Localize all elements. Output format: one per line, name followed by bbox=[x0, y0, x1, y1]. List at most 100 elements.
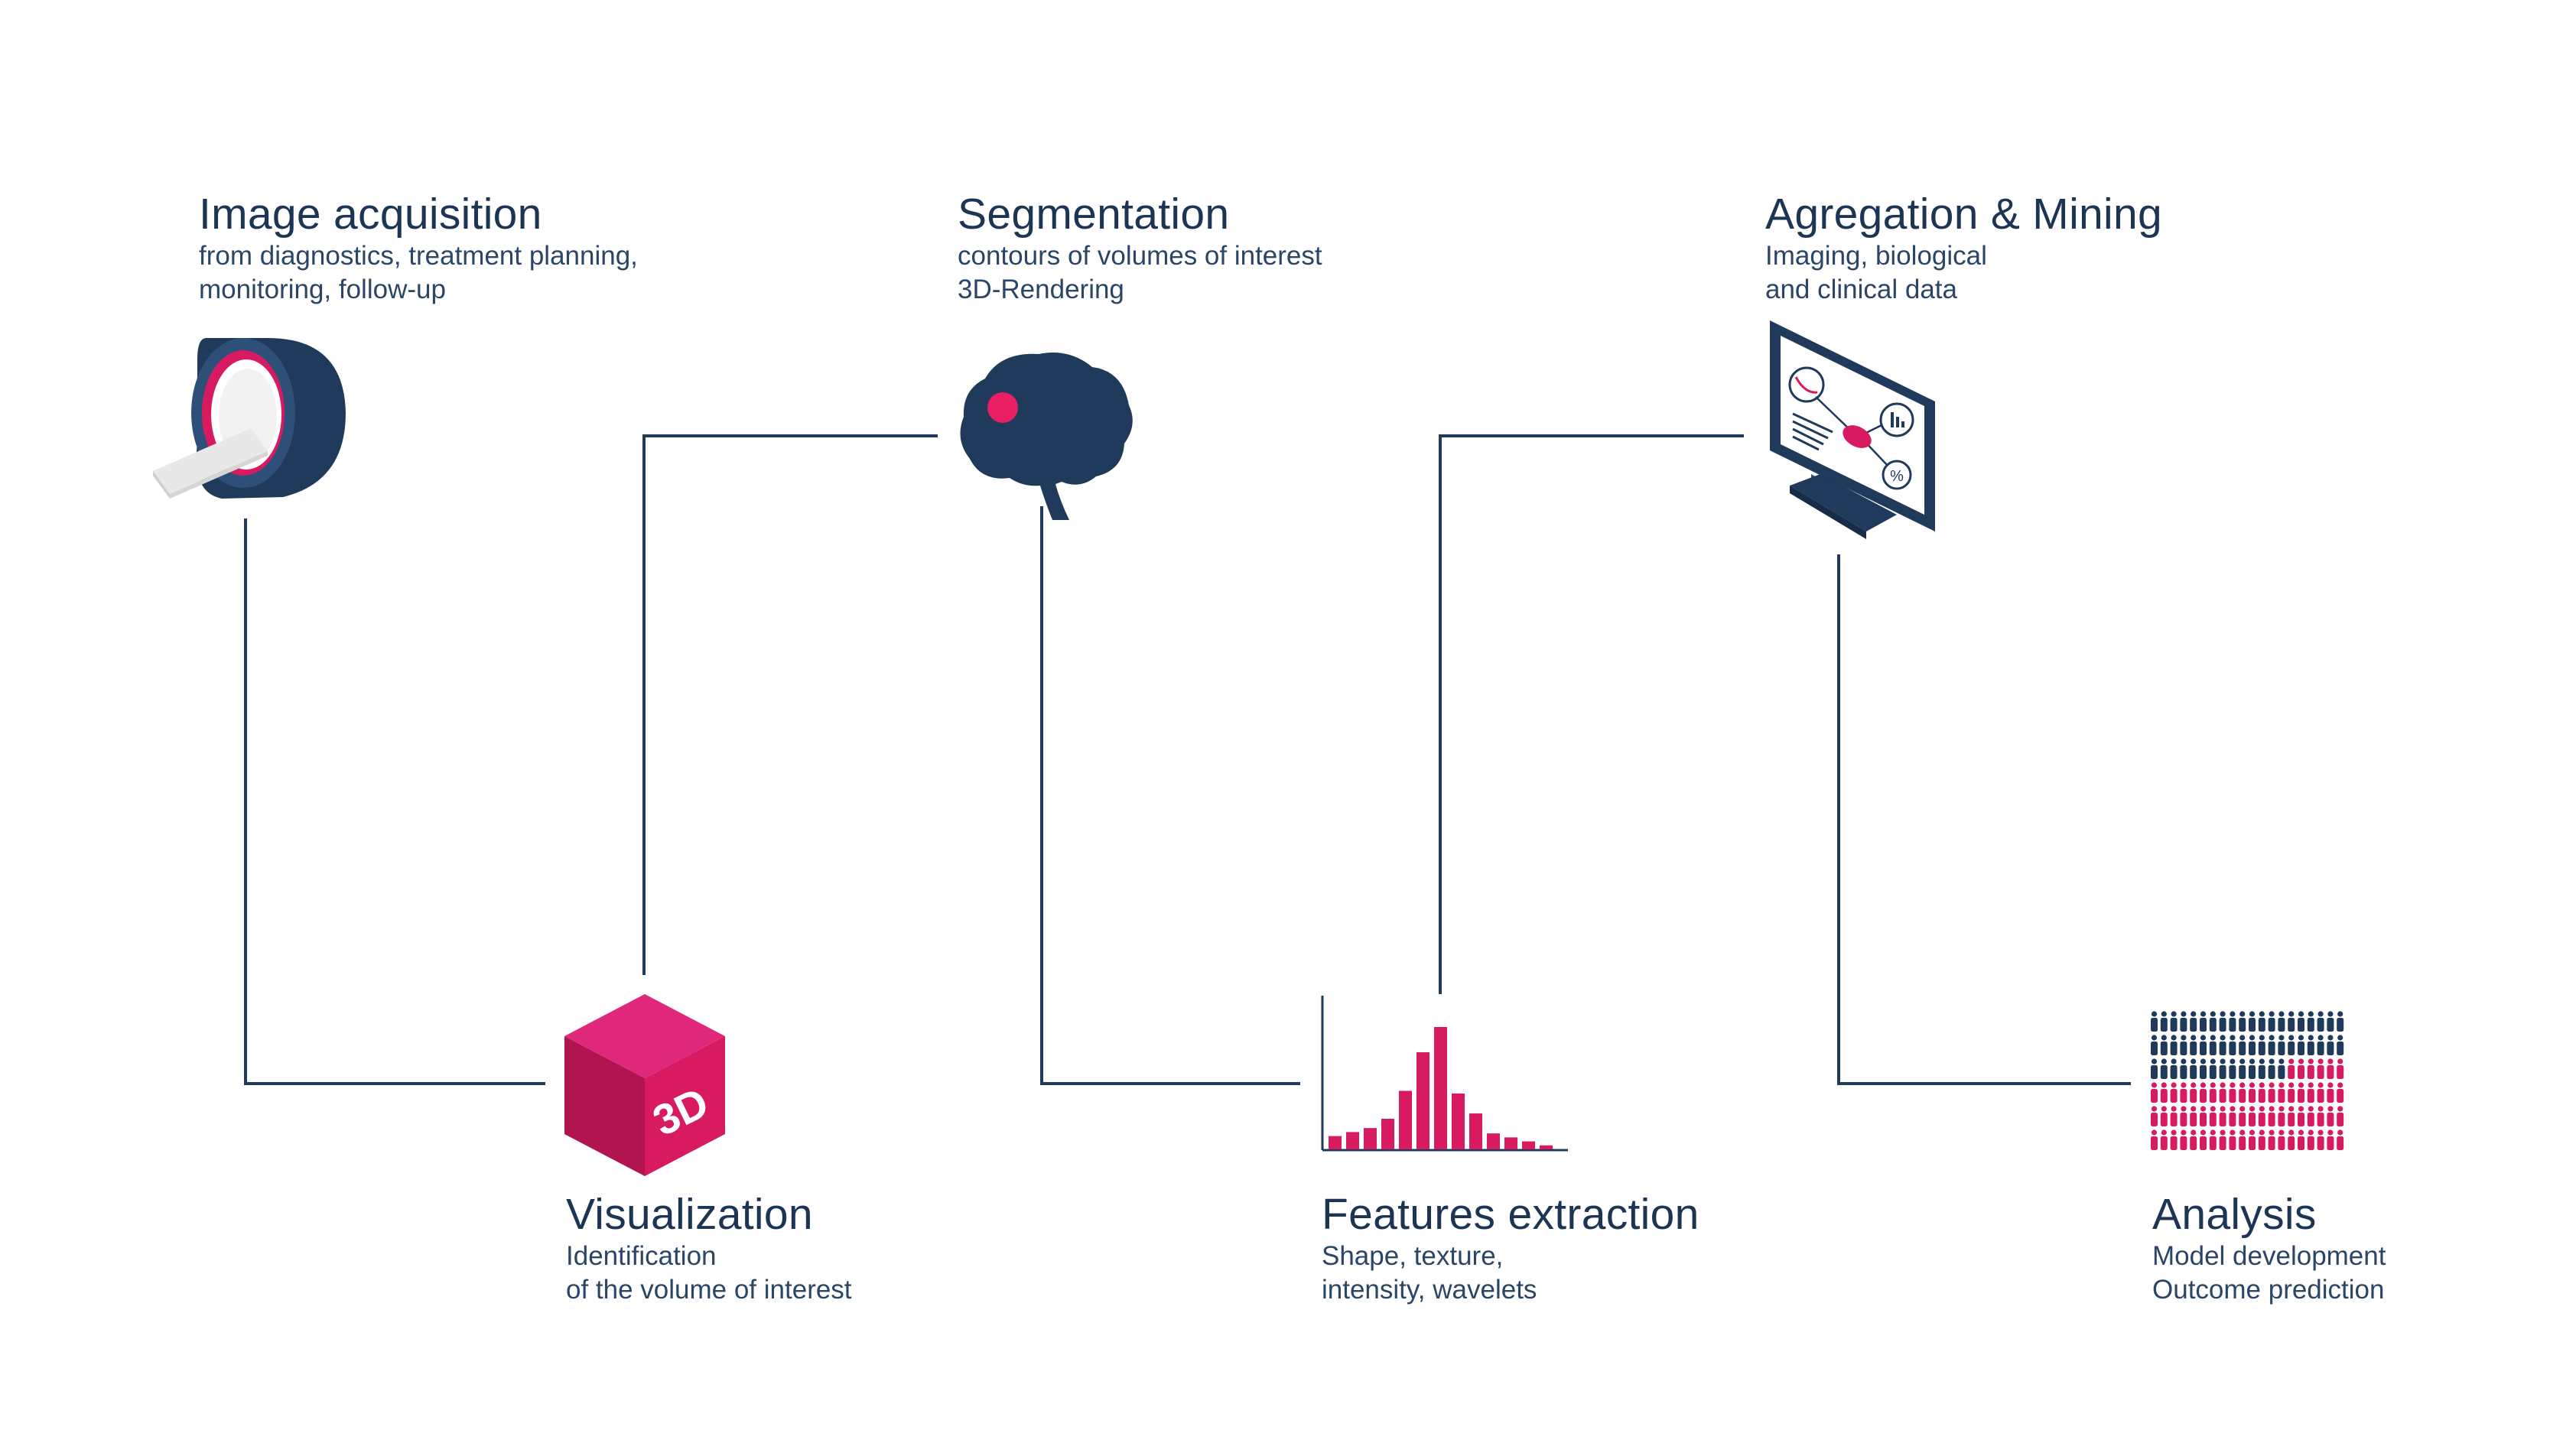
person-icon bbox=[2278, 1082, 2285, 1103]
step-desc-line-2: of the volume of interest bbox=[566, 1275, 852, 1305]
person-icon bbox=[2160, 1106, 2168, 1126]
step-desc-line-2: intensity, wavelets bbox=[1322, 1275, 1537, 1305]
person-icon bbox=[2307, 1082, 2314, 1103]
person-icon bbox=[2298, 1058, 2304, 1079]
population-grid-icon bbox=[2149, 1009, 2348, 1162]
person-icon bbox=[2258, 1058, 2265, 1079]
person-icon bbox=[2151, 1058, 2158, 1079]
person-icon bbox=[2307, 1035, 2314, 1055]
person-icon bbox=[2288, 1129, 2295, 1150]
person-icon bbox=[2190, 1106, 2197, 1126]
monitor-dashboard-icon: % bbox=[1767, 317, 1943, 547]
step-desc-line-1: contours of volumes of interest bbox=[958, 241, 1322, 271]
step-desc-line-1: Shape, texture, bbox=[1322, 1241, 1504, 1271]
person-icon bbox=[2249, 1035, 2256, 1055]
person-icon bbox=[2327, 1106, 2334, 1126]
person-icon bbox=[2337, 1082, 2344, 1103]
person-icon bbox=[2151, 1106, 2158, 1126]
person-icon bbox=[2200, 1035, 2207, 1055]
person-icon bbox=[2180, 1106, 2187, 1126]
step-segmentation: Segmentation contours of volumes of inte… bbox=[958, 189, 1322, 307]
person-icon bbox=[2307, 1011, 2314, 1032]
person-icon bbox=[2337, 1106, 2344, 1126]
person-icon bbox=[2298, 1011, 2304, 1032]
person-icon bbox=[2268, 1129, 2275, 1150]
person-icon bbox=[2307, 1106, 2314, 1126]
person-icon bbox=[2219, 1035, 2226, 1055]
histogram-bar bbox=[1504, 1137, 1517, 1149]
person-icon bbox=[2258, 1129, 2265, 1150]
person-icon bbox=[2190, 1035, 2197, 1055]
person-icon bbox=[2327, 1082, 2334, 1103]
histogram-bar bbox=[1522, 1141, 1535, 1149]
person-icon bbox=[2151, 1082, 2158, 1103]
person-icon bbox=[2239, 1035, 2246, 1055]
person-icon bbox=[2239, 1058, 2246, 1079]
person-icon bbox=[2298, 1035, 2304, 1055]
person-icon bbox=[2268, 1058, 2275, 1079]
person-icon bbox=[2209, 1082, 2217, 1103]
svg-text:%: % bbox=[1890, 468, 1904, 485]
person-icon bbox=[2288, 1106, 2295, 1126]
step-desc-line-1: from diagnostics, treatment planning, bbox=[199, 241, 638, 271]
step-visualization: Visualization Identification of the volu… bbox=[566, 1189, 852, 1307]
person-icon bbox=[2200, 1058, 2207, 1079]
person-icon bbox=[2180, 1011, 2187, 1032]
person-icon bbox=[2190, 1129, 2197, 1150]
person-icon bbox=[2170, 1082, 2178, 1103]
person-icon bbox=[2190, 1058, 2197, 1079]
connector-features-to-aggregation bbox=[1439, 434, 1744, 994]
histogram-bar bbox=[1487, 1133, 1500, 1149]
person-icon bbox=[2307, 1058, 2314, 1079]
histogram-bar bbox=[1346, 1132, 1359, 1149]
person-icon bbox=[2170, 1106, 2178, 1126]
person-icon bbox=[2298, 1106, 2304, 1126]
step-desc-line-2: monitoring, follow-up bbox=[199, 275, 446, 304]
person-icon bbox=[2229, 1129, 2236, 1150]
person-icon bbox=[2258, 1082, 2265, 1103]
person-icon bbox=[2229, 1106, 2236, 1126]
person-icon bbox=[2249, 1011, 2256, 1032]
person-icon bbox=[2219, 1058, 2226, 1079]
connector-acquisition-to-visualization bbox=[244, 518, 545, 1085]
person-icon bbox=[2337, 1058, 2344, 1079]
person-icon bbox=[2190, 1082, 2197, 1103]
person-icon bbox=[2160, 1082, 2168, 1103]
person-icon bbox=[2288, 1058, 2295, 1079]
person-icon bbox=[2239, 1129, 2246, 1150]
person-icon bbox=[2337, 1011, 2344, 1032]
person-icon bbox=[2317, 1058, 2324, 1079]
person-icon bbox=[2278, 1035, 2285, 1055]
person-icon bbox=[2317, 1106, 2324, 1126]
histogram-icon bbox=[1319, 994, 1572, 1155]
histogram-bar bbox=[1540, 1145, 1553, 1149]
mri-scanner-icon bbox=[153, 329, 352, 505]
person-icon bbox=[2268, 1035, 2275, 1055]
person-icon bbox=[2317, 1082, 2324, 1103]
person-icon bbox=[2258, 1011, 2265, 1032]
histogram-bar bbox=[1452, 1093, 1465, 1149]
person-icon bbox=[2249, 1129, 2256, 1150]
person-icon bbox=[2317, 1129, 2324, 1150]
person-icon bbox=[2160, 1058, 2168, 1079]
person-icon bbox=[2278, 1129, 2285, 1150]
person-icon bbox=[2317, 1035, 2324, 1055]
person-icon bbox=[2170, 1129, 2178, 1150]
person-icon bbox=[2160, 1011, 2168, 1032]
person-icon bbox=[2327, 1058, 2334, 1079]
step-aggregation-mining: Agregation & Mining Imaging, biological … bbox=[1765, 189, 2162, 307]
step-desc-line-1: Imaging, biological bbox=[1765, 241, 1987, 271]
person-icon bbox=[2249, 1106, 2256, 1126]
person-icon bbox=[2288, 1035, 2295, 1055]
person-icon bbox=[2337, 1129, 2344, 1150]
person-icon bbox=[2298, 1082, 2304, 1103]
person-icon bbox=[2229, 1035, 2236, 1055]
person-icon bbox=[2190, 1011, 2197, 1032]
person-icon bbox=[2249, 1082, 2256, 1103]
person-icon bbox=[2200, 1011, 2207, 1032]
3d-cube-icon: 3D bbox=[564, 994, 725, 1178]
person-icon bbox=[2307, 1129, 2314, 1150]
person-icon bbox=[2278, 1011, 2285, 1032]
person-icon bbox=[2239, 1011, 2246, 1032]
person-icon bbox=[2219, 1106, 2226, 1126]
